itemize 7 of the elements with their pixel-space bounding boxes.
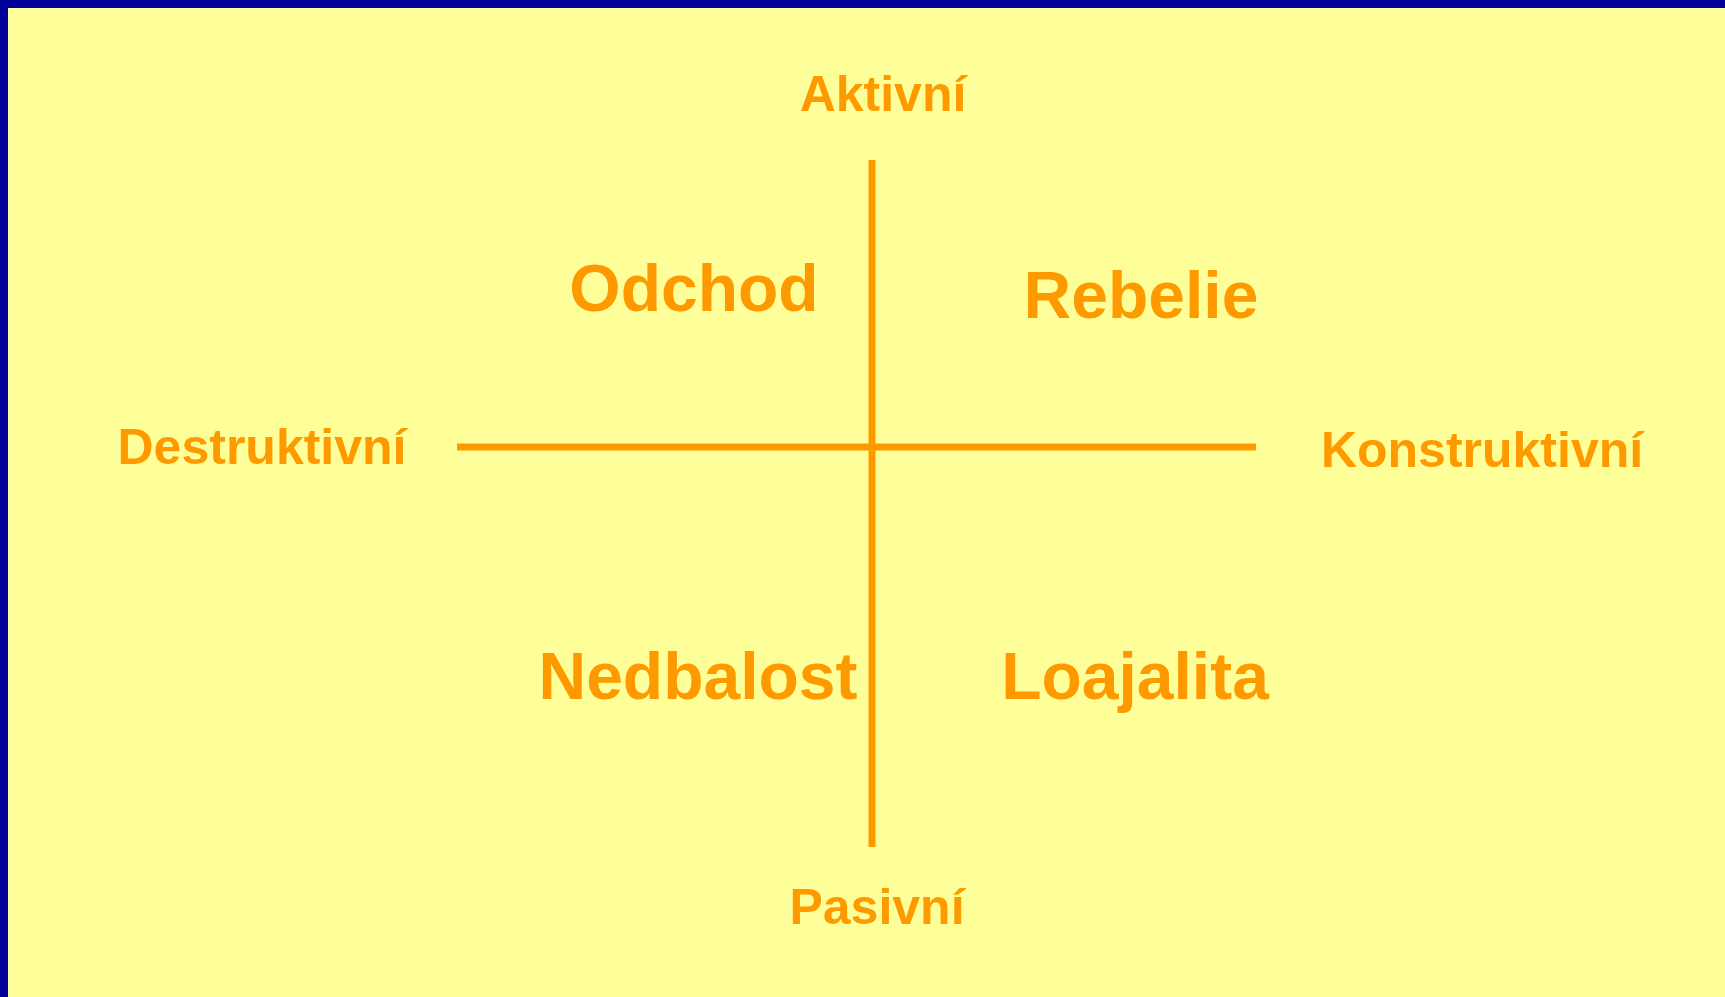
axis-label: Aktivní: [799, 69, 967, 119]
axis-label: Konstruktivní: [1320, 425, 1644, 475]
axis-label: Pasivní: [789, 882, 965, 932]
quadrant-label: Rebelie: [1023, 262, 1259, 328]
quadrant-label: Nedbalost: [538, 643, 858, 709]
quadrant-label: Odchod: [569, 255, 819, 321]
axis-label: Destruktivní: [117, 422, 407, 472]
